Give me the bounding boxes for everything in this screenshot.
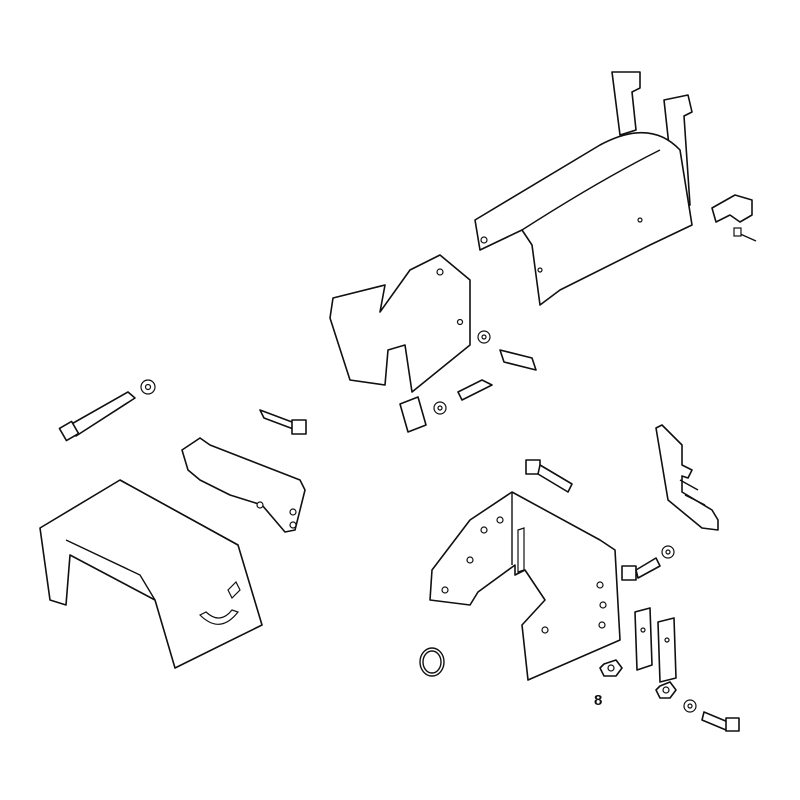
washers-and-bolts-middle [433,330,537,415]
o-ring [419,647,445,677]
rear-cover [474,71,693,306]
short-bolt [259,409,307,435]
u-bracket [429,491,621,681]
bolt-upper-center [525,459,573,493]
small-bracket [711,194,753,223]
middle-shield [329,254,471,433]
bolt-right [621,545,675,581]
nuts [599,659,677,699]
bottom-cover [39,479,263,669]
small-screw [733,227,757,242]
tall-strip-bracket [655,424,719,531]
adjuster-plates [634,607,677,683]
bolt-bottom-right [683,699,740,732]
long-bolt [58,379,156,442]
callout-label: 8 [594,692,603,709]
front-bracket [181,437,306,533]
